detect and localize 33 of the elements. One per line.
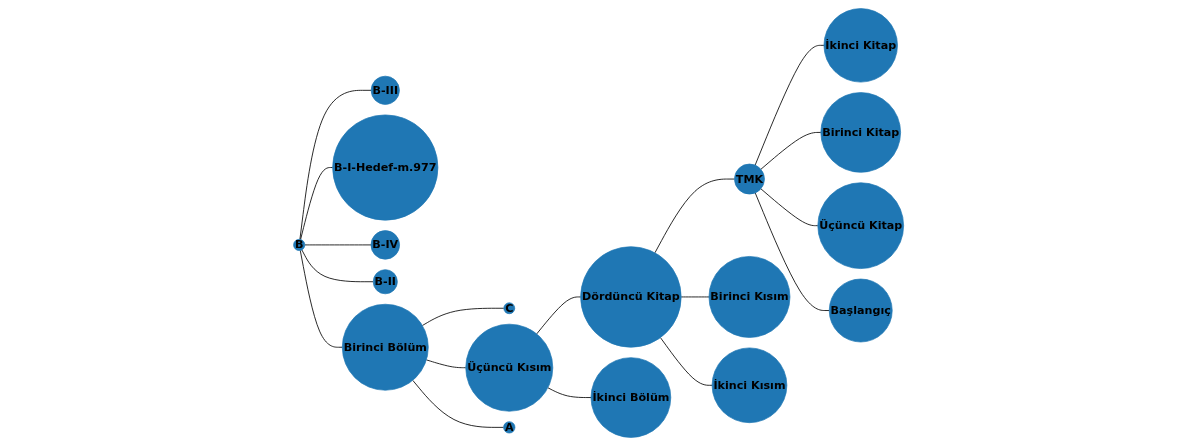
node-circle: B-IV [371, 230, 401, 260]
node-circle: Dördüncü Kitap [580, 246, 682, 348]
connector [760, 132, 822, 170]
node-circle: İkinci Kitap [824, 8, 899, 83]
connector [547, 387, 592, 398]
node-circle: B-II [373, 269, 399, 295]
node-circle: B-I-Hedef-m.977 [332, 114, 439, 221]
node-circle: B-III [371, 75, 401, 105]
node-circle: Birinci Kitap [820, 92, 902, 173]
node-circle: TMK [734, 163, 766, 195]
connector [426, 359, 467, 369]
node-circle: Üçüncü Kitap [817, 182, 905, 269]
node-circle: B [293, 238, 306, 251]
connector [300, 250, 344, 348]
connector [755, 44, 825, 166]
connector [660, 337, 713, 386]
node-circle: Birinci Bölüm [342, 303, 430, 391]
node-circle: Üçüncü Kısım [465, 323, 554, 412]
connector [299, 89, 372, 240]
connector [422, 307, 505, 326]
node-circle: C [503, 302, 516, 315]
connector [412, 379, 505, 428]
connector [301, 249, 374, 283]
node-circle: Birinci Kısım [709, 256, 791, 338]
connector [760, 188, 819, 227]
connector [755, 192, 831, 311]
connector [536, 296, 582, 335]
node-circle: Başlangıç [829, 278, 893, 343]
node-circle: İkinci Bölüm [591, 357, 672, 438]
connector [654, 178, 736, 254]
node-circle: İkinci Kısım [712, 347, 788, 424]
node-circle: A [503, 421, 516, 434]
connector [300, 167, 334, 240]
